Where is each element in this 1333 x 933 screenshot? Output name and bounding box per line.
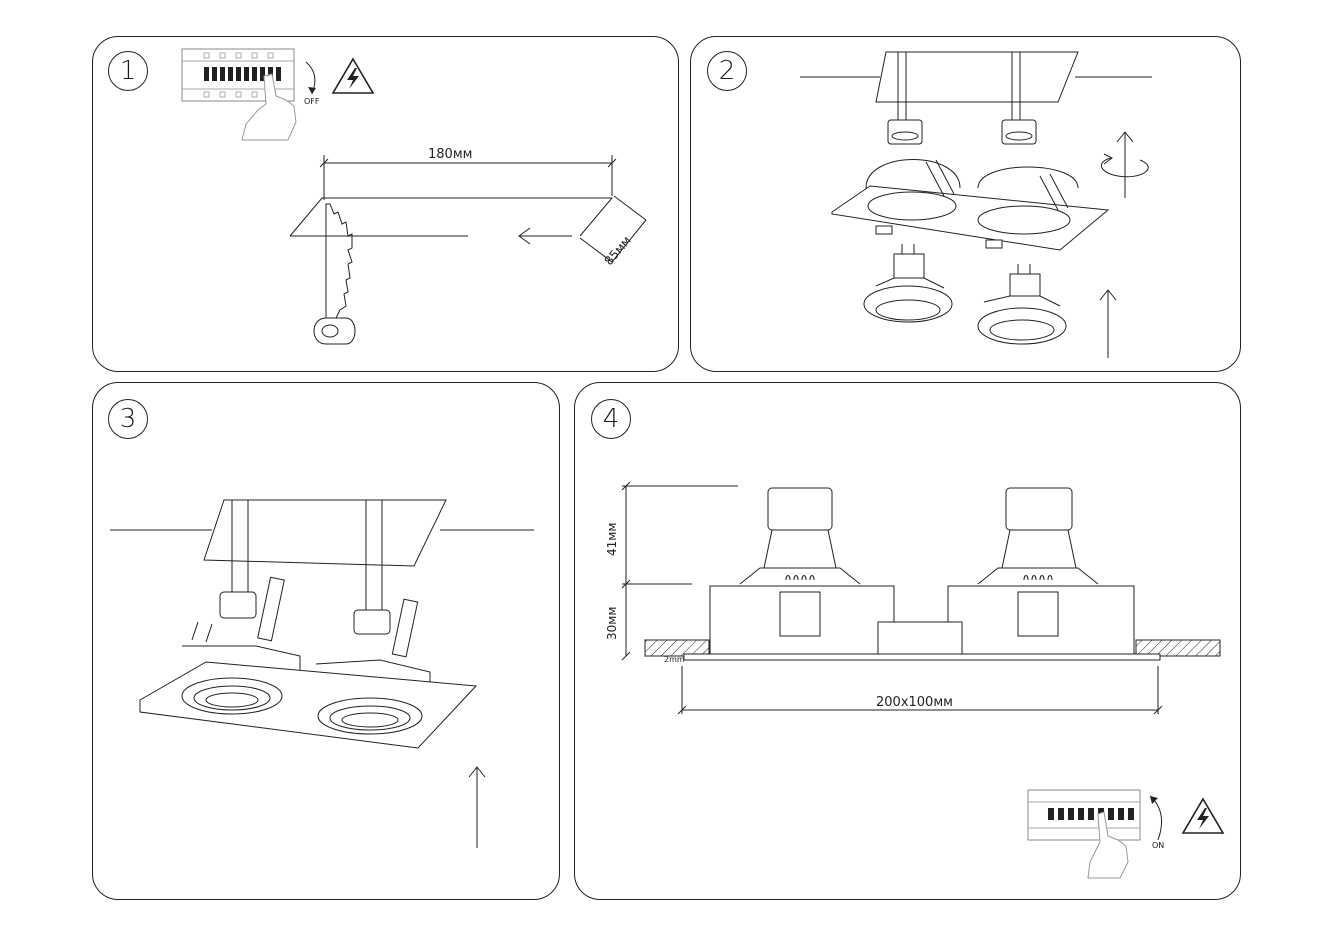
cut-length-label: 180мм xyxy=(428,147,472,162)
high-voltage-icon xyxy=(1181,797,1225,834)
frame-size-label: 200x100мм xyxy=(876,695,953,710)
on-direction-arrow: ON xyxy=(1149,795,1164,850)
step-3-panel xyxy=(92,382,560,900)
height-top-label: 41мм xyxy=(605,523,619,556)
arrow-up-icon xyxy=(468,766,486,848)
step-1-panel xyxy=(92,36,679,372)
step-number-3: 3 xyxy=(108,399,148,439)
switch-off-label: OFF xyxy=(304,97,320,106)
switch-on-label: ON xyxy=(1152,841,1164,850)
saw-icon xyxy=(313,203,356,345)
arrow-up-icon xyxy=(1099,289,1117,358)
step-number-4: 4 xyxy=(591,399,631,439)
breaker-panel-icon xyxy=(1027,789,1141,841)
hand-icon xyxy=(241,73,297,141)
rotate-icon xyxy=(1101,131,1149,198)
high-voltage-icon xyxy=(331,57,375,94)
thickness-label: 2mm xyxy=(664,655,685,664)
off-direction-arrow: OFF xyxy=(304,61,320,106)
step-number-1: 1 xyxy=(108,51,148,91)
hand-icon xyxy=(1087,811,1129,879)
step-number-2: 2 xyxy=(707,51,747,91)
height-bottom-label: 30мм xyxy=(605,607,619,640)
